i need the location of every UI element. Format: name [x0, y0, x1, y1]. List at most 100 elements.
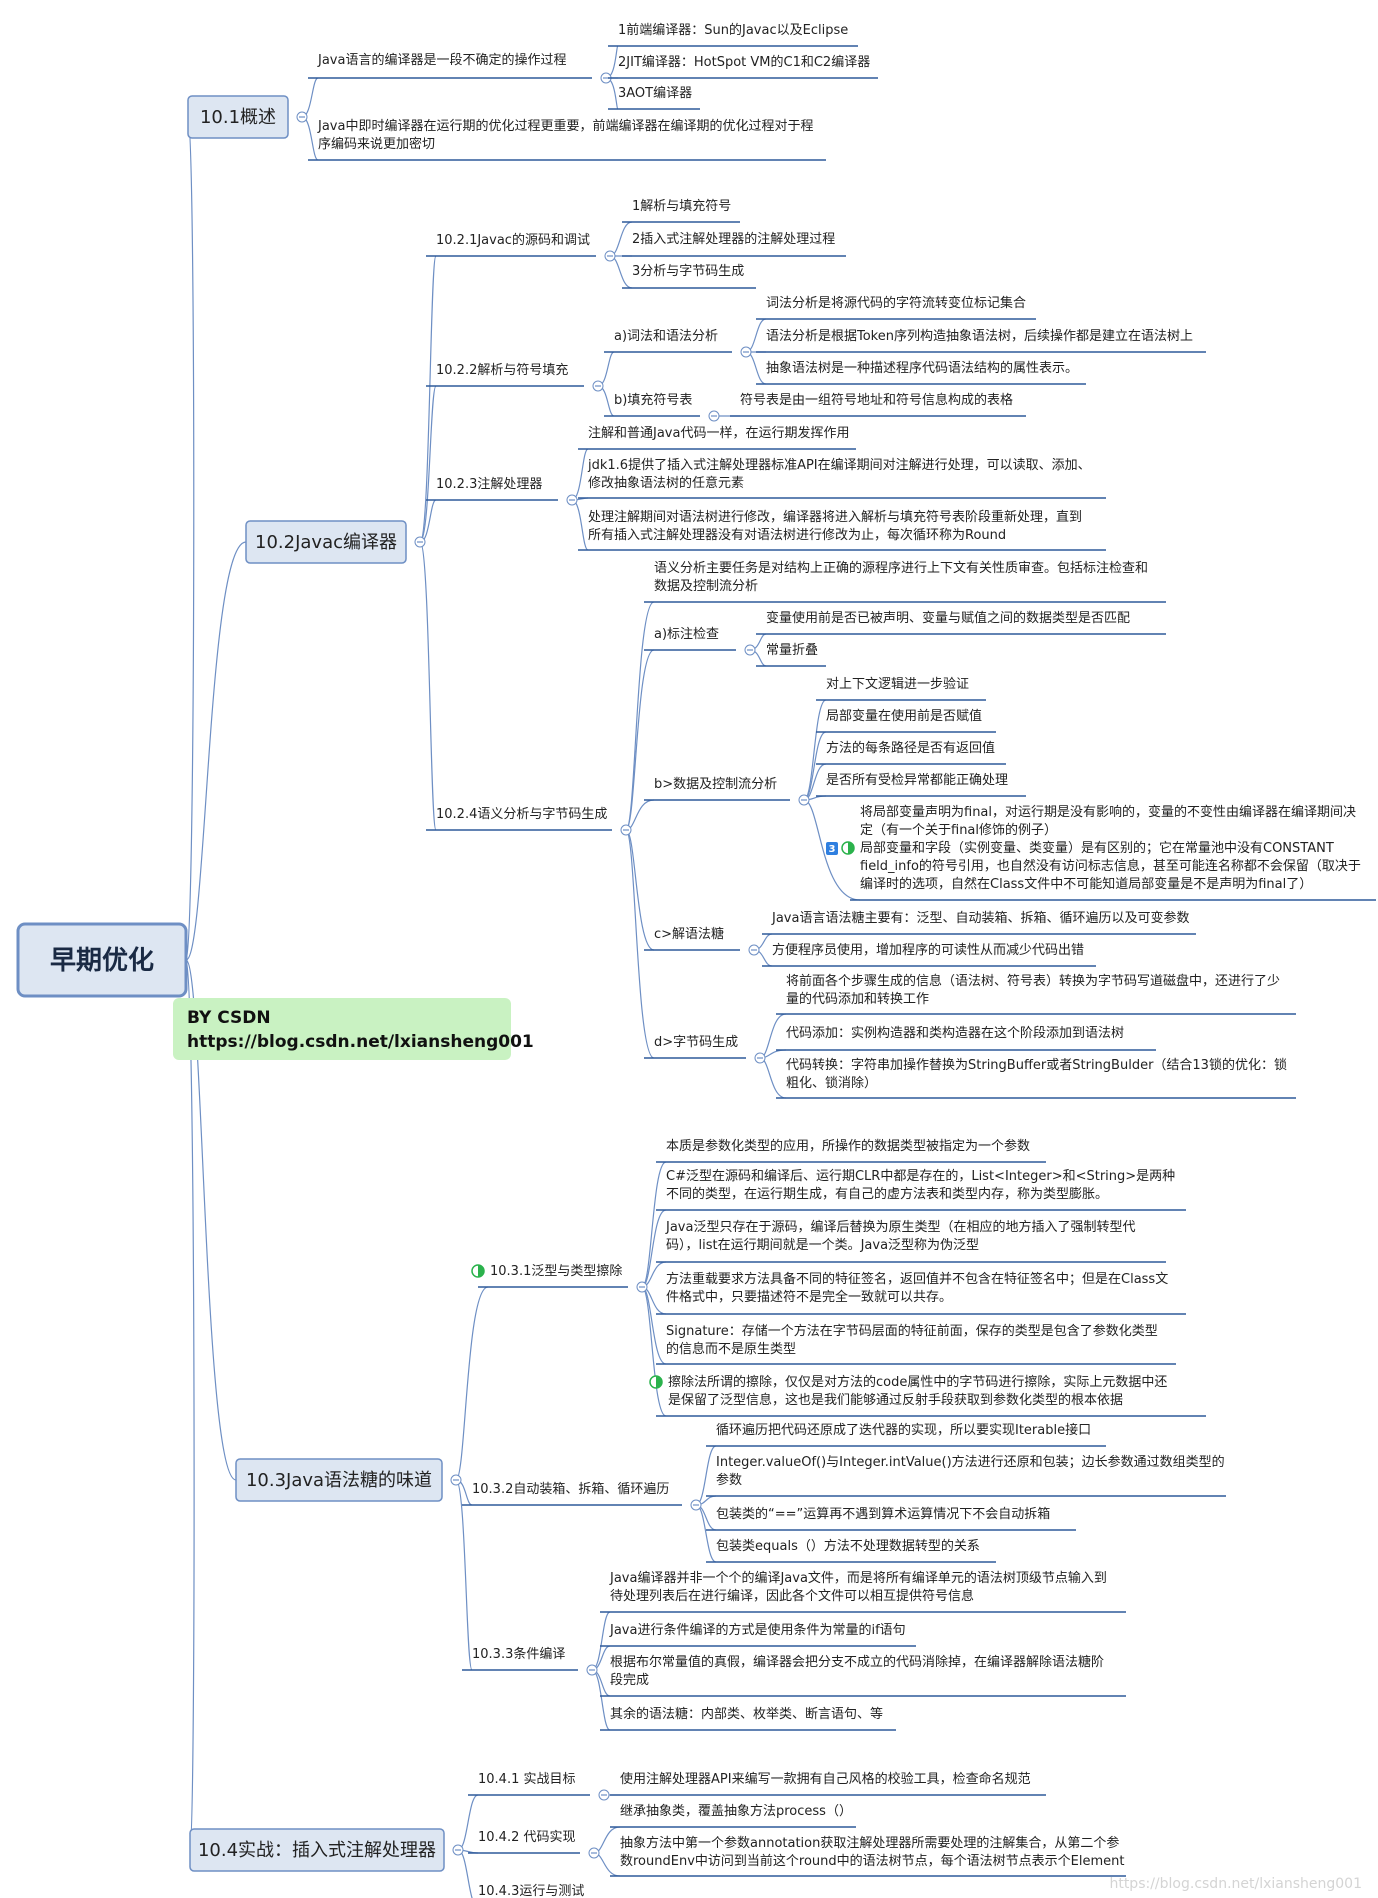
branch-connector — [641, 1209, 667, 1288]
node-n33[interactable]: 10.3.3条件编译 — [462, 1646, 598, 1676]
node-n421[interactable]: 继承抽象类，覆盖抽象方法process（） — [610, 1803, 856, 1828]
node-n333[interactable]: 根据布尔常量值的真假，编译器会把分支不成立的代码消除掉，在编译器解除语法糖阶段完… — [600, 1654, 1126, 1697]
topic-label: 将前面各个步骤生成的信息（语法树、符号表）转换为字节码写道磁盘中，还进行了少量的… — [786, 973, 1280, 1007]
topic-label: 将局部变量声明为final，对运行期是没有影响的，变量的不变性由编译器在编译期间… — [860, 804, 1361, 892]
node-n1a3[interactable]: 3AOT编译器 — [608, 86, 700, 110]
node-n232[interactable]: jdk1.6提供了插入式注解处理器标准API在编译期间对注解进行处理，可以读取、… — [578, 457, 1106, 499]
node-n313[interactable]: Java泛型只存在于源码，编译后替换为原生类型（在相应的地方插入了强制转型代码）… — [656, 1219, 1166, 1263]
node-n24a1[interactable]: 变量使用前是否已被声明、变量与赋值之间的数据类型是否匹配 — [756, 610, 1166, 635]
node-n43[interactable]: 10.4.3运行与测试 — [468, 1884, 588, 1898]
node-n1a1[interactable]: 1前端编译器：Sun的Javac以及Eclipse — [608, 22, 858, 47]
branch-connector — [301, 116, 319, 161]
node-n411[interactable]: 使用注解处理器API来编写一款拥有自己风格的校验工具，检查命名规范 — [610, 1771, 1046, 1796]
branch-connector — [457, 1794, 479, 1851]
topic-label: b)填充符号表 — [614, 392, 692, 408]
topic-label: 抽象方法中第一个参数annotation获取注解处理器所需要处理的注解集合，从第… — [620, 1835, 1124, 1869]
node-n22b1[interactable]: 符号表是由一组符号地址和符号信息构成的表格 — [730, 392, 1026, 417]
node-n311[interactable]: 本质是参数化类型的应用，所操作的数据类型被指定为一个参数 — [656, 1138, 1046, 1163]
branch-connector — [641, 1286, 667, 1417]
node-n321[interactable]: 循环遍历把代码还原成了迭代器的实现，所以要实现Iterable接口 — [706, 1422, 1106, 1447]
node-n24b2[interactable]: 局部变量在使用前是否赋值 — [816, 708, 996, 733]
branch-connector — [609, 255, 633, 289]
node-n4[interactable]: 10.4实战：插入式注解处理器 — [189, 1828, 464, 1872]
node-n24b1[interactable]: 对上下文逻辑进一步验证 — [816, 676, 986, 701]
node-n22a[interactable]: a)词法和语法分析 — [604, 329, 752, 358]
node-n24d2[interactable]: 代码添加：实例构造器和类构造器在这个阶段添加到语法树 — [776, 1025, 1156, 1051]
node-n1a2[interactable]: 2JIT编译器：HotSpot VM的C1和C2编译器 — [608, 54, 878, 79]
node-n23[interactable]: 10.2.3注解处理器 — [426, 477, 578, 506]
node-n24d[interactable]: d>字节码生成 — [644, 1035, 766, 1064]
topic-label: Java编译器并非一个个的编译Java文件，而是将所有编译单元的语法树顶级节点输… — [609, 1570, 1107, 1604]
topic-label: 对上下文逻辑进一步验证 — [826, 676, 969, 692]
node-n316[interactable]: 擦除法所谓的擦除，仅仅是对方法的code属性中的字节码进行擦除，实际上元数据中还… — [649, 1374, 1206, 1417]
root-node[interactable]: 早期优化 — [16, 922, 188, 998]
topic-label: 常量折叠 — [766, 643, 818, 658]
node-n2[interactable]: 10.2Javac编译器 — [245, 520, 426, 564]
node-n233[interactable]: 处理注解期间对语法树进行修改，编译器将进入解析与填充符号表阶段重新处理，直到所有… — [578, 509, 1106, 551]
topic-label: 代码转换：字符串加操作替换为StringBuffer或者StringBulder… — [786, 1057, 1287, 1091]
branch-connector — [571, 499, 589, 551]
topic-label: 包装类的“==”运算再不遇到算术运算情况下不会自动拆箱 — [716, 1506, 1050, 1522]
node-n22b[interactable]: b)填充符号表 — [604, 392, 720, 422]
node-n24d3[interactable]: 代码转换：字符串加操作替换为StringBuffer或者StringBulder… — [776, 1057, 1296, 1099]
node-n24b[interactable]: b>数据及控制流分析 — [644, 777, 810, 806]
node-n314[interactable]: 方法重载要求方法具备不同的特征签名，返回值并不包含在特征签名中；但是在Class… — [656, 1271, 1186, 1315]
node-n231[interactable]: 注解和普通Java代码一样，在运行期发挥作用 — [578, 425, 856, 450]
node-n315[interactable]: Signature：存储一个方法在字节码层面的特征前面，保存的类型是包含了参数化… — [656, 1323, 1176, 1365]
node-n334[interactable]: 其余的语法糖：内部类、枚举类、断言语句、等 — [600, 1706, 896, 1731]
topic-label: 本质是参数化类型的应用，所操作的数据类型被指定为一个参数 — [666, 1138, 1030, 1154]
node-n324[interactable]: 包装类equals（）方法不处理数据转型的关系 — [706, 1538, 996, 1563]
node-n32[interactable]: 10.3.2自动装箱、拆箱、循环遍历 — [462, 1481, 702, 1511]
node-n22a2[interactable]: 语法分析是根据Token序列构造抽象语法树，后续操作都是建立在语法树上 — [756, 328, 1206, 353]
node-n240[interactable]: 语义分析主要任务是对结构上正确的源程序进行上下文有关性质审查。包括标注检查和数据… — [644, 560, 1166, 603]
node-n24a[interactable]: a)标注检查 — [644, 627, 756, 656]
topic-label: Java语言语法糖主要有：泛型、自动装箱、拆箱、循环遍历以及可变参数 — [771, 910, 1189, 926]
node-n211[interactable]: 1解析与填充符号 — [622, 198, 740, 223]
node-n24a2[interactable]: 常量折叠 — [756, 643, 826, 667]
topic-label: b>数据及控制流分析 — [654, 777, 777, 792]
node-n22[interactable]: 10.2.2解析与符号填充 — [426, 362, 604, 392]
node-n21[interactable]: 10.2.1Javac的源码和调试 — [426, 232, 616, 262]
node-n24b5[interactable]: 3将局部变量声明为final，对运行期是没有影响的，变量的不变性由编译器在编译期… — [826, 804, 1376, 901]
branch-connector — [419, 541, 437, 831]
node-n422[interactable]: 抽象方法中第一个参数annotation获取注解处理器所需要处理的注解集合，从第… — [610, 1835, 1126, 1877]
node-n24c1[interactable]: Java语言语法糖主要有：泛型、自动装箱、拆箱、循环遍历以及可变参数 — [762, 910, 1196, 935]
branch-connector — [803, 799, 861, 901]
node-n24c2[interactable]: 方便程序员使用，增加程序的可读性从而减少代码出错 — [762, 942, 1096, 967]
node-n24b4[interactable]: 是否所有受检异常都能正确处理 — [816, 773, 1026, 797]
node-n1[interactable]: 10.1概述 — [187, 95, 308, 139]
node-n24c[interactable]: c>解语法糖 — [644, 926, 760, 956]
topic-label: 使用注解处理器API来编写一款拥有自己风格的校验工具，检查命名规范 — [620, 1771, 1031, 1787]
branch-connector — [745, 318, 767, 353]
node-n22a1[interactable]: 词法分析是将源代码的字符流转变位标记集合 — [756, 295, 1036, 320]
node-n41[interactable]: 10.4.1 实战目标 — [468, 1772, 610, 1801]
branch-connector — [185, 959, 195, 1851]
topic-label: 注解和普通Java代码一样，在运行期发挥作用 — [588, 425, 849, 441]
topic-label: a)词法和语法分析 — [614, 329, 718, 344]
node-n323[interactable]: 包装类的“==”运算再不遇到算术运算情况下不会自动拆箱 — [706, 1506, 1076, 1531]
node-n212[interactable]: 2插入式注解处理器的注解处理过程 — [622, 231, 846, 257]
node-n3[interactable]: 10.3Java语法糖的味道 — [235, 1458, 462, 1502]
root-title: 早期优化 — [50, 946, 154, 976]
node-n22a3[interactable]: 抽象语法树是一种描述程序代码语法结构的属性表示。 — [756, 360, 1086, 385]
node-n312[interactable]: C#泛型在源码和编译后、运行期CLR中都是存在的，List<Integer>和<… — [656, 1168, 1186, 1211]
node-n31[interactable]: 10.3.1泛型与类型擦除 — [471, 1264, 648, 1293]
node-n213[interactable]: 3分析与字节码生成 — [622, 264, 756, 289]
topic-label: 10.4实战：插入式注解处理器 — [198, 1840, 436, 1861]
topic-label: 擦除法所谓的擦除，仅仅是对方法的code属性中的字节码进行擦除，实际上元数据中还… — [668, 1374, 1167, 1408]
topic-label: 包装类equals（）方法不处理数据转型的关系 — [716, 1538, 980, 1554]
node-n42[interactable]: 10.4.2 代码实现 — [468, 1830, 600, 1859]
topic-label: 1解析与填充符号 — [632, 198, 731, 214]
node-n1a[interactable]: Java语言的编译器是一段不确定的操作过程 — [308, 52, 612, 84]
node-n1b[interactable]: Java中即时编译器在运行期的优化过程更重要，前端编译器在编译期的优化过程对于程… — [308, 118, 826, 161]
node-n332[interactable]: Java进行条件编译的方式是使用条件为常量的if语句 — [600, 1622, 916, 1647]
node-n24[interactable]: 10.2.4语义分析与字节码生成 — [426, 807, 632, 836]
node-n24b3[interactable]: 方法的每条路径是否有返回值 — [816, 740, 1006, 765]
topic-label: 变量使用前是否已被声明、变量与赋值之间的数据类型是否匹配 — [766, 610, 1130, 626]
node-n322[interactable]: Integer.valueOf()与Integer.intValue()方法进行… — [706, 1454, 1226, 1497]
branch-connector — [593, 1826, 621, 1854]
node-n331[interactable]: Java编译器并非一个个的编译Java文件，而是将所有编译单元的语法树顶级节点输… — [600, 1570, 1126, 1613]
node-n24d1[interactable]: 将前面各个步骤生成的信息（语法树、符号表）转换为字节码写道磁盘中，还进行了少量的… — [776, 973, 1296, 1015]
topic-label: 10.2.1Javac的源码和调试 — [436, 232, 590, 248]
